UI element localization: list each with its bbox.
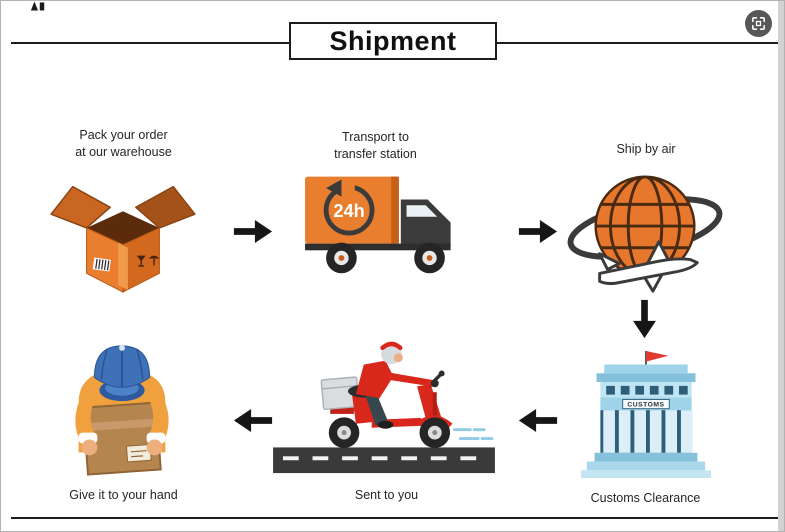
hand-stage-label: Give it to your hand [31,487,216,504]
bottom-rule [11,517,778,519]
globe-airplane-icon [567,175,723,293]
hand-label-text: Give it to your hand [69,488,178,502]
arrow-transport-to-air-icon [518,220,558,243]
road-markings [282,456,477,461]
rider [355,341,439,429]
box-fragile-marks [136,255,160,267]
customs-columns [600,410,693,453]
transport-stage-label: Transport to transfer station [293,129,458,163]
customs-flag [645,350,669,367]
rider-face [393,353,403,363]
customs-steps [580,452,711,479]
box-tape-strip [118,242,128,291]
airplane-icon [598,240,699,293]
delivery-scooter-icon [273,341,495,474]
motion-lines [453,428,494,441]
globe-graticule [595,176,695,276]
scooter-front-wheel [419,417,451,448]
air-label-text: Ship by air [616,142,676,156]
arrow-air-to-customs-icon [633,299,656,339]
scooter-rack [330,406,354,414]
road [273,447,495,474]
page-title-text: Shipment [329,25,457,56]
truck-24h-badge-text: 24h [333,201,364,221]
page-edge-gutter [778,1,784,531]
customs-stage-label: Customs Clearance [568,490,723,507]
page-title: Shipment [289,22,497,60]
sent-stage-label: Sent to you [309,487,464,504]
scooter-rear-wheel [328,417,360,448]
transport-label-line1: Transport to [342,130,409,144]
box-flap-right [135,185,196,229]
person-holding-box-icon [75,344,169,476]
arrow-sent-to-hand-icon [233,409,273,432]
truck-cargo-box [305,176,399,244]
customs-windows [600,381,692,398]
truck-cargo-edge [391,176,399,244]
sent-label-text: Sent to you [354,488,419,502]
transport-label-line2: transfer station [334,146,417,161]
air-stage-label: Ship by air [576,141,716,158]
customs-roof [596,364,696,382]
box-barcode [92,257,111,272]
box-flap-left [50,185,111,229]
truck-chassis [305,243,451,251]
delivery-truck-icon: 24h [305,176,451,274]
pack-label-line1: Pack your order [79,128,168,142]
truck-front-wheel [414,242,445,274]
cropped-glyph [30,1,45,11]
truck-rear-wheel [326,242,357,274]
pack-label-line2: at our warehouse [75,144,172,159]
person-arm-right [147,391,169,445]
person-cap [93,344,151,402]
customs-sign: CUSTOMS [600,397,692,411]
customs-sign-text: CUSTOMS [627,402,664,409]
truck-24h-badge: 24h [323,179,375,236]
pack-stage-label: Pack your order at our warehouse [31,127,216,161]
expand-icon [752,17,765,30]
customs-label-text: Customs Clearance [590,491,701,505]
customs-building-icon: CUSTOMS [580,350,711,479]
open-box-icon [50,185,196,293]
person-hand-right [146,439,163,456]
arrow-customs-to-sent-icon [518,409,558,432]
truck-windshield [406,205,438,217]
expand-button[interactable] [745,10,772,37]
person-arm-left [75,391,97,445]
person-hand-left [81,439,98,456]
arrow-pack-to-transport-icon [233,220,273,243]
